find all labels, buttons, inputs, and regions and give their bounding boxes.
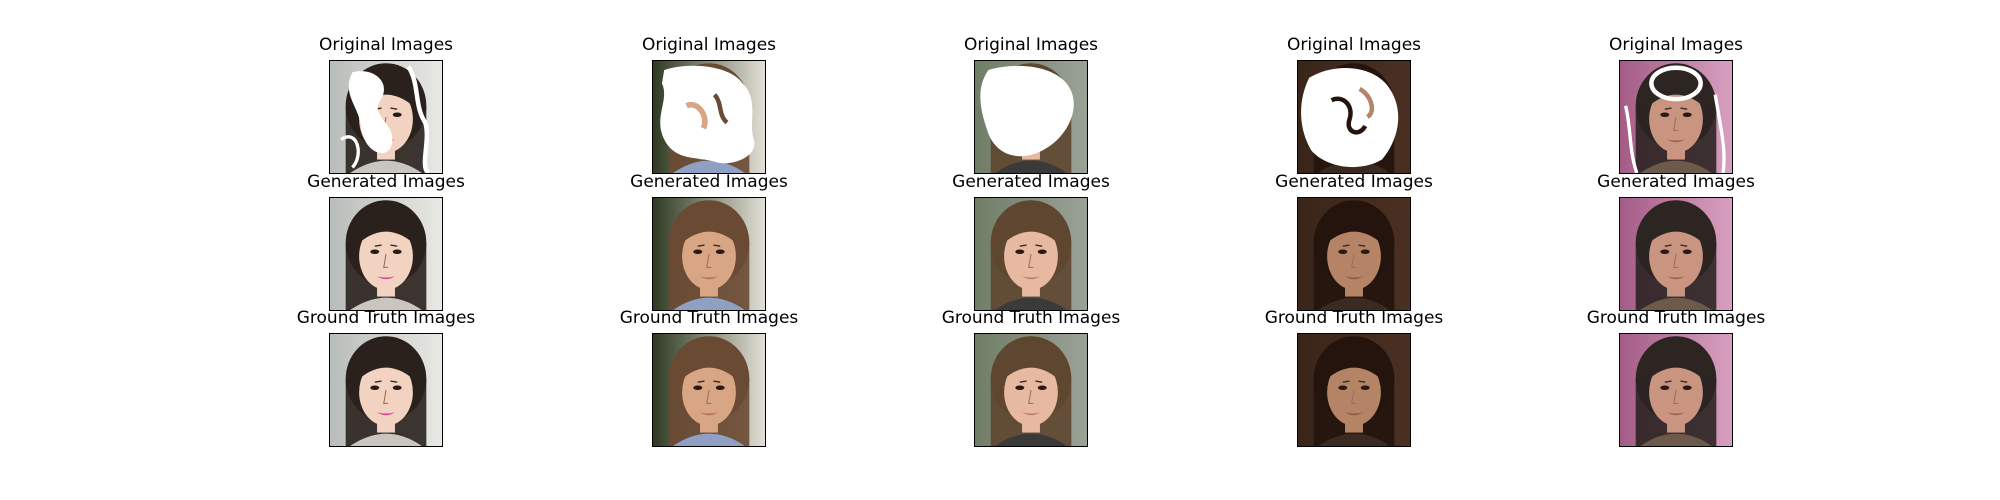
ground-truth-image-5: [1619, 333, 1733, 447]
original-image-1: [329, 60, 443, 174]
generated-image-4: [1297, 197, 1411, 311]
generated-images-title: Generated Images: [1597, 172, 1755, 192]
original-image-2: [652, 60, 766, 174]
original-image-3: [974, 60, 1088, 174]
original-images-title: Original Images: [1608, 35, 1744, 55]
ground-truth-image-1: [329, 333, 443, 447]
ground-truth-image-4: [1297, 333, 1411, 447]
original-image-5: [1619, 60, 1733, 174]
ground-truth-images-title: Ground Truth Images: [1586, 308, 1766, 328]
original-images-title: Original Images: [318, 35, 454, 55]
ground-truth-images-title: Ground Truth Images: [296, 308, 476, 328]
generated-image-1: [329, 197, 443, 311]
original-images-title: Original Images: [1286, 35, 1422, 55]
original-image-4: [1297, 60, 1411, 174]
original-images-title: Original Images: [963, 35, 1099, 55]
ground-truth-images-title: Ground Truth Images: [619, 308, 799, 328]
generated-images-title: Generated Images: [1275, 172, 1433, 192]
generated-images-title: Generated Images: [952, 172, 1110, 192]
ground-truth-image-3: [974, 333, 1088, 447]
original-images-title: Original Images: [641, 35, 777, 55]
generated-image-3: [974, 197, 1088, 311]
ground-truth-images-title: Ground Truth Images: [1264, 308, 1444, 328]
generated-images-title: Generated Images: [630, 172, 788, 192]
ground-truth-image-2: [652, 333, 766, 447]
generated-images-title: Generated Images: [307, 172, 465, 192]
ground-truth-images-title: Ground Truth Images: [941, 308, 1121, 328]
generated-image-5: [1619, 197, 1733, 311]
generated-image-2: [652, 197, 766, 311]
